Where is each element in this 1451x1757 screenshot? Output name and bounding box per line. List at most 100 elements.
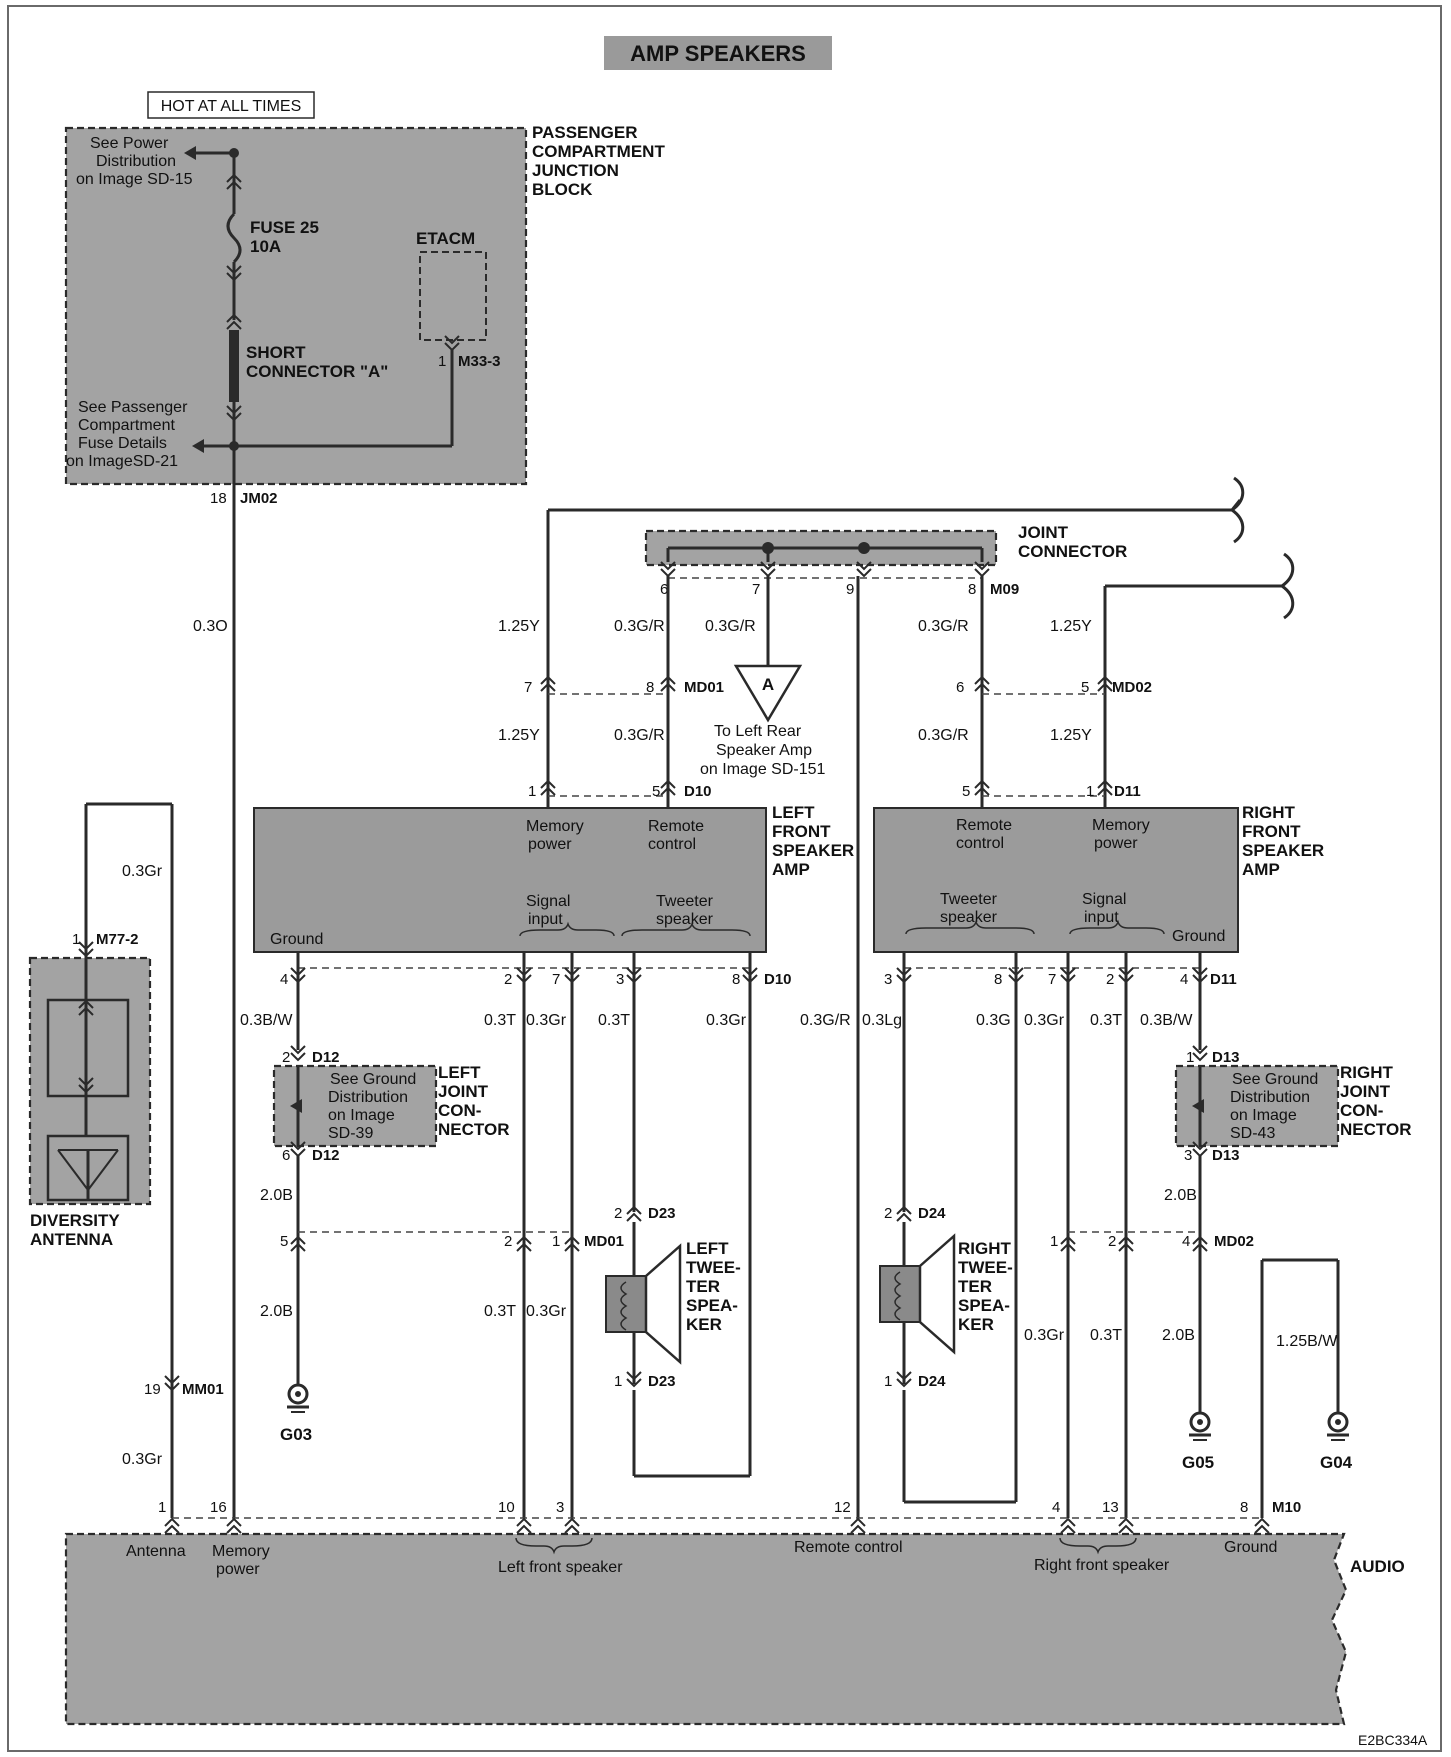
d23-bottom-connector: D23 xyxy=(648,1373,676,1390)
wire-03t-l3: 0.3T xyxy=(484,1303,516,1320)
right-tweeter-name-4: SPEA- xyxy=(958,1296,1010,1315)
wire-03gr-ant1: 0.3Gr xyxy=(122,863,163,880)
right-joint-name-4: NECTOR xyxy=(1340,1120,1411,1139)
md01-pin-8: 8 xyxy=(646,679,654,696)
left-joint-name-4: NECTOR xyxy=(438,1120,509,1139)
left-amp-name-4: AMP xyxy=(772,860,810,879)
right-amp-tweeter-2: speaker xyxy=(940,909,998,926)
audio-pin-3: 3 xyxy=(556,1499,564,1516)
wire-03gr-a: 0.3G/R xyxy=(705,618,756,635)
wire-03gr-r2: 0.3G/R xyxy=(918,727,969,744)
audio-pin-4: 4 xyxy=(1052,1499,1060,1516)
wire-125y-l2: 1.25Y xyxy=(498,727,540,744)
junction-block xyxy=(64,126,528,486)
d11-pin-2: 2 xyxy=(1106,971,1114,988)
d24-top-pin: 2 xyxy=(884,1205,892,1222)
power-ref-2: Distribution xyxy=(96,153,176,170)
d10-bottom-connector: D10 xyxy=(764,971,792,988)
right-amp-signal-1: Signal xyxy=(1082,891,1126,908)
left-amp-signal-1: Signal xyxy=(526,893,570,910)
m33-connector: M33-3 xyxy=(458,353,501,370)
audio-pin-13: 13 xyxy=(1102,1499,1119,1516)
md01-low-pin-5: 5 xyxy=(280,1233,288,1250)
joint-pin-8: 8 xyxy=(968,581,976,598)
wire-03gr-r1: 0.3G/R xyxy=(918,618,969,635)
audio-antenna-label: Antenna xyxy=(126,1543,186,1560)
right-amp-name-3: SPEAKER xyxy=(1242,841,1324,860)
right-joint-ref-3: on Image xyxy=(1230,1107,1297,1124)
right-amp-remote-2: control xyxy=(956,835,1004,852)
d12-top-pin: 2 xyxy=(282,1049,290,1066)
md02-low-connector: MD02 xyxy=(1214,1233,1254,1250)
d12-bottom-pin: 6 xyxy=(282,1147,290,1164)
wire-125y-l1: 1.25Y xyxy=(498,618,540,635)
left-joint-ref-1: See Ground xyxy=(330,1071,416,1088)
d10-top-connector: D10 xyxy=(684,783,712,800)
jm02-pin: 18 xyxy=(210,490,227,507)
d11-top-pin-1: 1 xyxy=(1086,783,1094,800)
ground-g04-label: G04 xyxy=(1320,1453,1353,1472)
right-tweeter-name-2: TWEE- xyxy=(958,1258,1013,1277)
junction-block-name-1: PASSENGER xyxy=(532,123,638,142)
fuse-label-2: 10A xyxy=(250,237,281,256)
joint-pin-9: 9 xyxy=(846,581,854,598)
wire-125bw: 1.25B/W xyxy=(1276,1333,1338,1350)
m77-connector: M77-2 xyxy=(96,931,139,948)
audio-pin-12: 12 xyxy=(834,1499,851,1516)
d12-bottom-connector: D12 xyxy=(312,1147,340,1164)
left-amp-ground: Ground xyxy=(270,931,323,948)
wire-20b-r1: 2.0B xyxy=(1164,1187,1197,1204)
d10-top-pin-5: 5 xyxy=(652,783,660,800)
audio-pin-1: 1 xyxy=(158,1499,166,1516)
right-tweeter-speaker-icon xyxy=(879,1233,956,1355)
short-connector-label-2: CONNECTOR "A" xyxy=(246,362,388,381)
joint-pin-6: 6 xyxy=(660,581,668,598)
hot-label-box xyxy=(147,91,315,119)
md02-low-pin-2: 2 xyxy=(1108,1233,1116,1250)
d13-bottom-connector: D13 xyxy=(1212,1147,1240,1164)
joint-connector-name-2: CONNECTOR xyxy=(1018,542,1127,561)
left-joint-name-3: CON- xyxy=(438,1101,481,1120)
fuse-label-1: FUSE 25 xyxy=(250,218,319,237)
wire-03gr-l4: 0.3Gr xyxy=(706,1012,747,1029)
md02-low-pin-1: 1 xyxy=(1050,1233,1058,1250)
right-amp-memory-2: power xyxy=(1094,835,1138,852)
wire-125y-r1: 1.25Y xyxy=(1050,618,1092,635)
wire-03gr-ant2: 0.3Gr xyxy=(122,1451,163,1468)
wire-20b-l2: 2.0B xyxy=(260,1303,293,1320)
ground-g04-icon xyxy=(1325,1411,1351,1442)
wire-03gr-r4: 0.3Gr xyxy=(1024,1327,1065,1344)
left-tweeter-name-1: LEFT xyxy=(686,1239,729,1258)
diagram-title: AMP SPEAKERS xyxy=(630,41,806,66)
left-tweeter-name-4: SPEA- xyxy=(686,1296,738,1315)
d11-pin-8: 8 xyxy=(994,971,1002,988)
d11-top-pin-5: 5 xyxy=(962,783,970,800)
d13-top-pin: 1 xyxy=(1186,1049,1194,1066)
d24-top-connector: D24 xyxy=(918,1205,946,1222)
d13-bottom-pin: 3 xyxy=(1184,1147,1192,1164)
ground-g03-label: G03 xyxy=(280,1425,312,1444)
wire-03lg: 0.3Lg xyxy=(862,1012,902,1029)
wire-break-icon xyxy=(1230,476,1245,544)
d10-pin-2: 2 xyxy=(504,971,512,988)
md01-pin-7: 7 xyxy=(524,679,532,696)
ref-a-text-2: Speaker Amp xyxy=(716,742,812,759)
wire-03bw-r: 0.3B/W xyxy=(1140,1012,1193,1029)
d11-bottom-connector: D11 xyxy=(1210,971,1237,988)
right-joint-ref-2: Distribution xyxy=(1230,1089,1310,1106)
left-joint-ref-4: SD-39 xyxy=(328,1125,373,1142)
audio-memory-label-1: Memory xyxy=(212,1543,270,1560)
md01-low-connector: MD01 xyxy=(584,1233,624,1250)
fuse-ref-1: See Passenger xyxy=(78,399,188,416)
wire-03gr-l1: 0.3G/R xyxy=(614,618,665,635)
wire-03t-l1: 0.3T xyxy=(484,1012,516,1029)
wire-03gr-l5: 0.3Gr xyxy=(526,1303,567,1320)
left-amp-signal-2: input xyxy=(528,911,563,928)
joint-pin-7: 7 xyxy=(752,581,760,598)
d10-pin-8: 8 xyxy=(732,971,740,988)
figure-code: E2BC334A xyxy=(1358,1732,1428,1748)
d24-bottom-connector: D24 xyxy=(918,1373,946,1390)
right-amp-signal-2: input xyxy=(1084,909,1119,926)
audio-pin-8: 8 xyxy=(1240,1499,1248,1516)
right-amp-remote-1: Remote xyxy=(956,817,1012,834)
